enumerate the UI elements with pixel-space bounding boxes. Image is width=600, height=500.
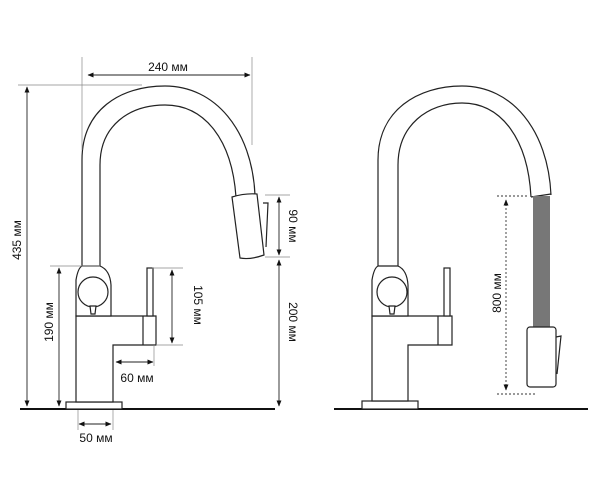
base-plate <box>65 401 123 410</box>
label-base-width: 50 мм <box>79 431 112 445</box>
label-hose-length: 800 мм <box>490 273 504 313</box>
spray-head <box>231 193 265 260</box>
knob-right <box>376 276 408 308</box>
faucet-body <box>75 315 157 403</box>
spout-outer-right <box>377 85 552 266</box>
spout-inner <box>99 104 237 266</box>
spray-head-right <box>526 326 557 388</box>
label-total-height: 435 мм <box>10 220 24 260</box>
pull-out-hose <box>533 196 550 327</box>
label-spout-reach: 240 мм <box>148 60 188 74</box>
knob <box>77 276 109 308</box>
faucet-front-view: 240 мм 435 мм 190 мм 105 мм 90 мм 200 мм… <box>10 57 300 445</box>
label-spray-head-height: 90 мм <box>286 209 300 242</box>
label-spout-clearance: 200 мм <box>286 302 300 342</box>
handle-lever-right <box>443 267 451 317</box>
spout-outer <box>81 85 256 266</box>
base-plate-right <box>361 400 419 410</box>
faucet-pulled-out-view: 800 мм <box>334 85 588 410</box>
label-lever-offset: 60 мм <box>120 371 153 385</box>
spout-inner-right <box>397 102 532 266</box>
handle-lever <box>146 267 154 317</box>
label-body-height: 190 мм <box>42 302 56 342</box>
label-lever-height: 105 мм <box>191 285 205 325</box>
faucet-body-right <box>371 315 453 402</box>
